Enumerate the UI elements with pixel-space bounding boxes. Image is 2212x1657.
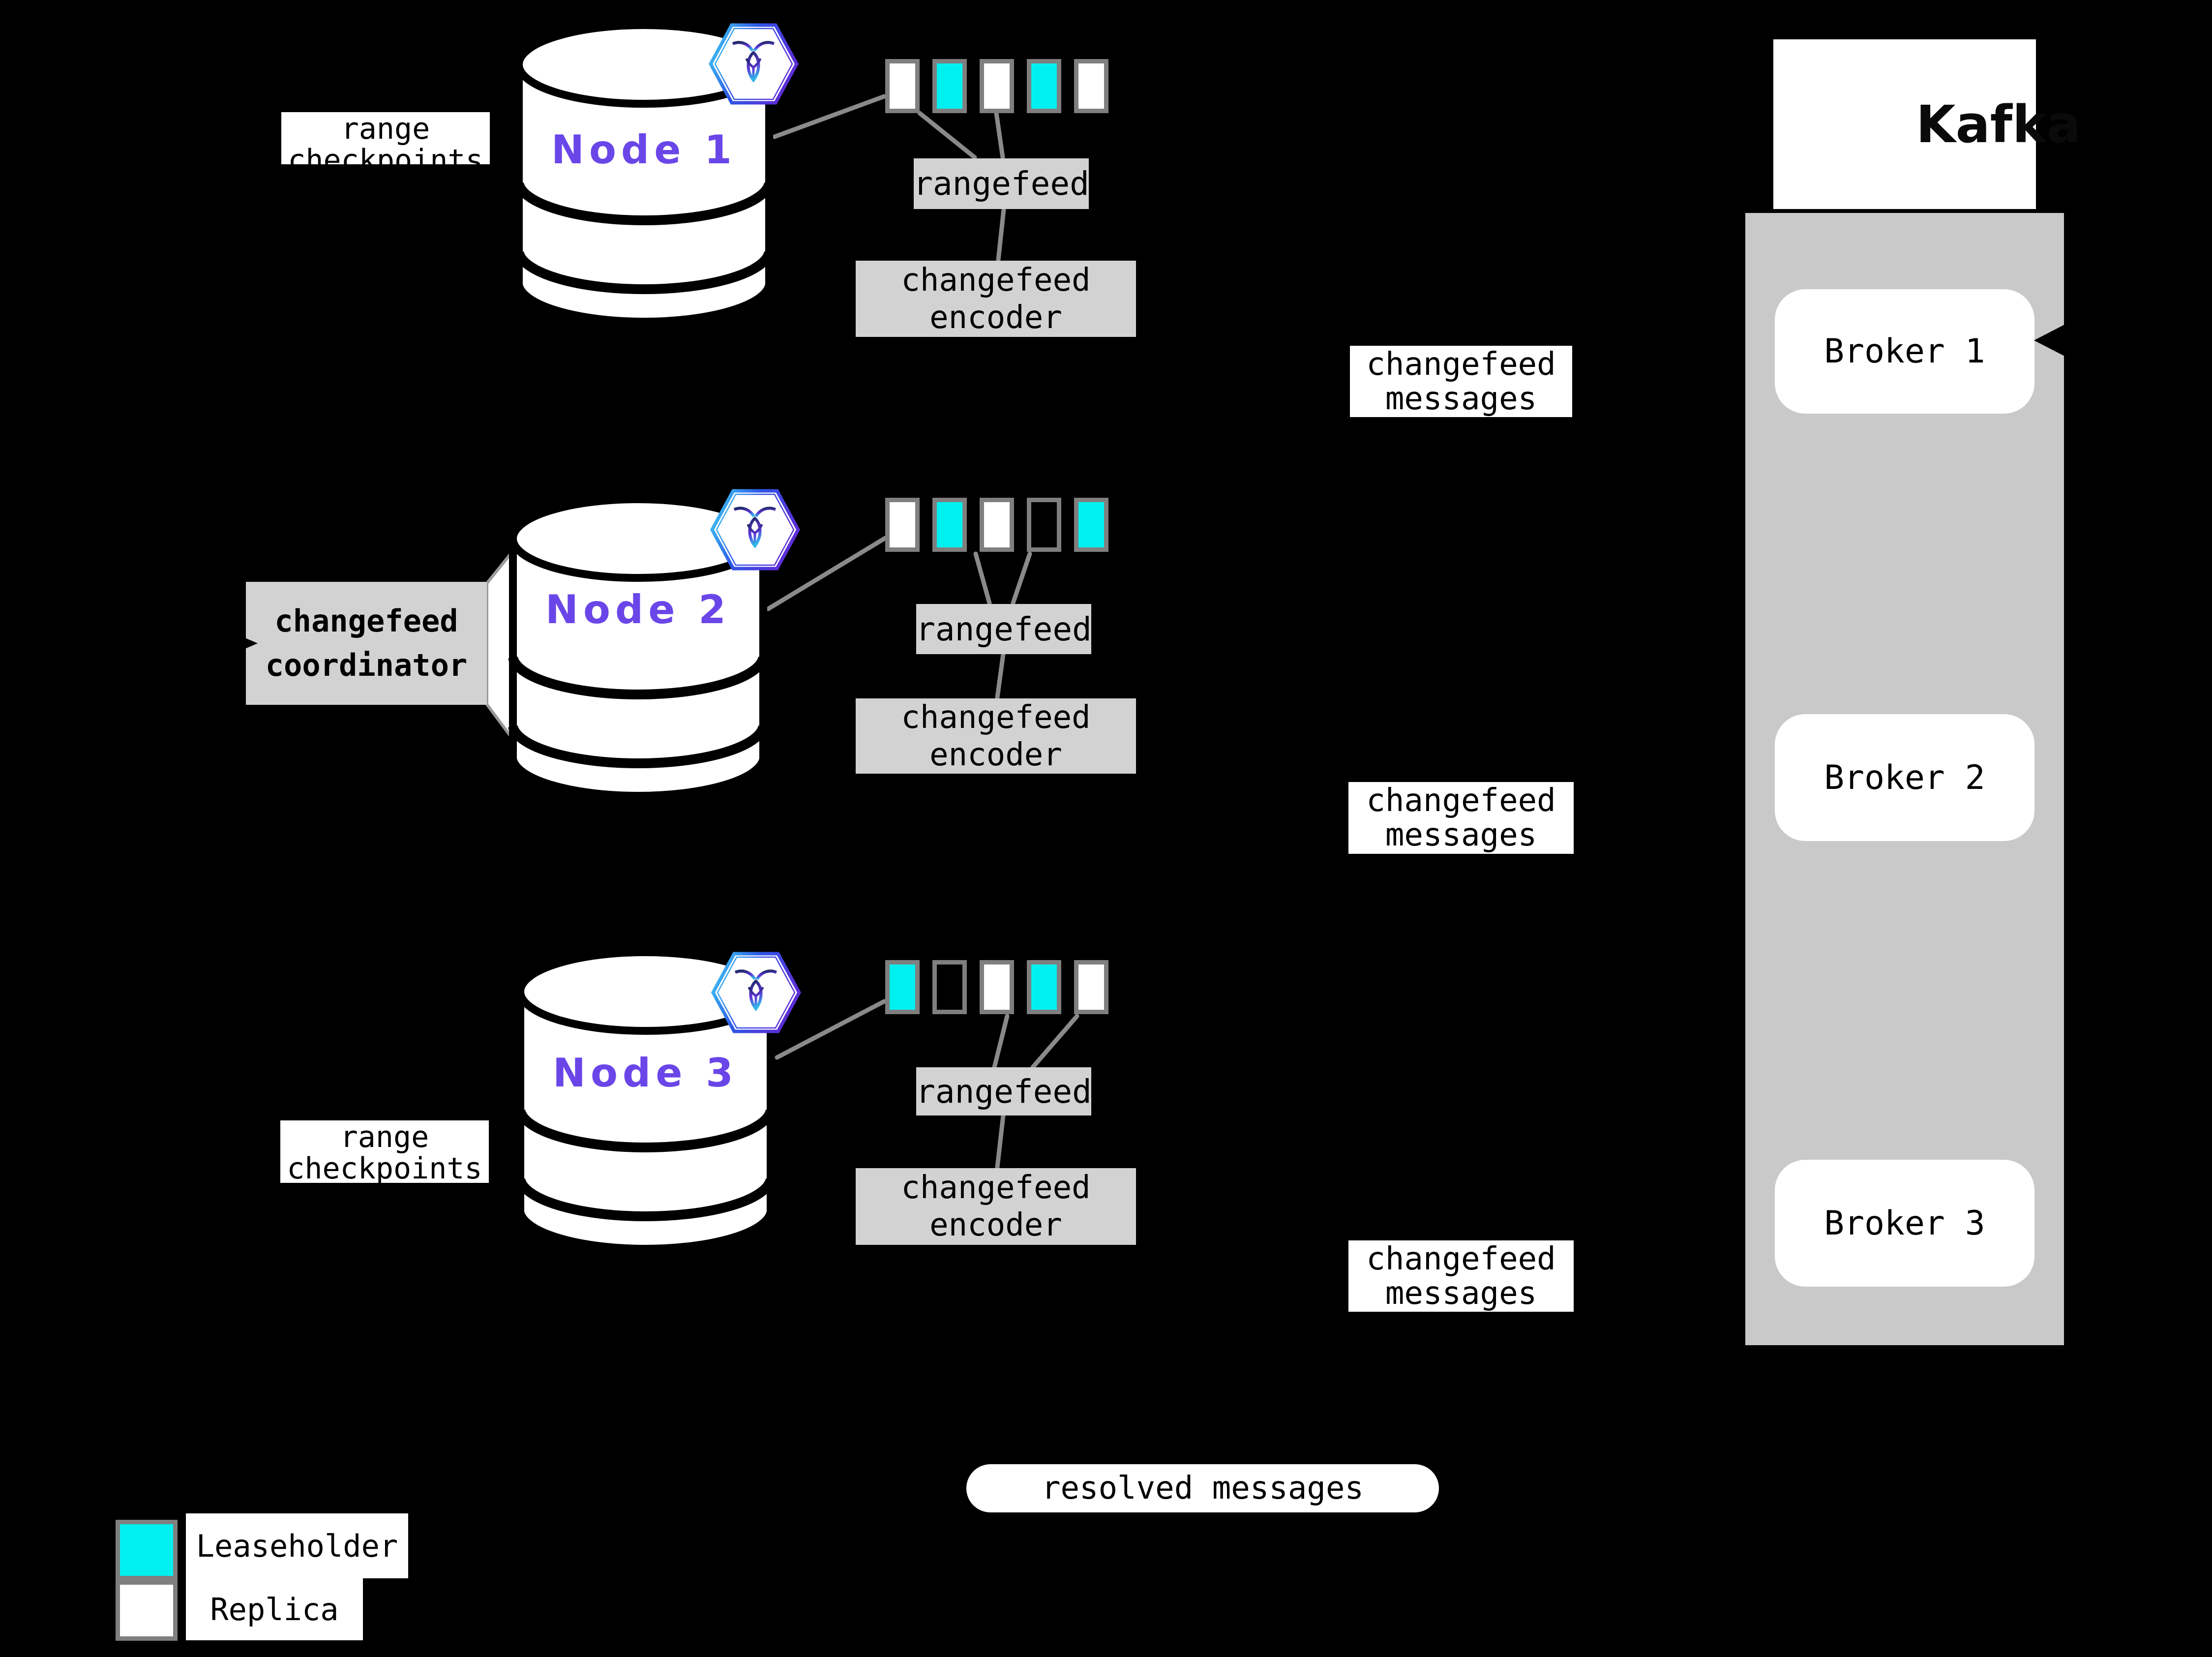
range-replica-square [1074, 59, 1108, 113]
range-replica-square [885, 59, 920, 113]
node2-label: Node 2 [545, 587, 731, 633]
node1-rangefeed-box: rangefeed [913, 158, 1089, 209]
node2-changefeed-messages-label: changefeed messages [1348, 782, 1574, 854]
node1-changefeed-encoder-box: changefeed encoder [856, 261, 1136, 337]
broker-3: Broker 3 [1775, 1160, 2034, 1287]
resolved-messages-pill: resolved messages [966, 1464, 1439, 1512]
range-replica-square [885, 498, 920, 552]
node3-label: Node 3 [553, 1050, 738, 1096]
cockroachdb-icon [713, 954, 799, 1031]
node3-range-checkpoints-label: range checkpoints [280, 1120, 489, 1183]
changefeed-coordinator-box: changefeed coordinator [246, 582, 487, 705]
range-replica-square [980, 498, 1014, 552]
node1-changefeed-messages-label: changefeed messages [1350, 346, 1572, 417]
legend-replica-swatch [116, 1580, 178, 1641]
range-replica-square [1027, 59, 1061, 113]
node3-rangefeed-box: rangefeed [916, 1067, 1092, 1115]
kafka-logo-text: Kafka [1916, 94, 2081, 154]
node3-changefeed-encoder-box: changefeed encoder [856, 1168, 1136, 1245]
broker-2: Broker 2 [1775, 714, 2034, 841]
range-replica-square [980, 59, 1014, 113]
range-replica-square [980, 960, 1014, 1014]
node3-changefeed-messages-label: changefeed messages [1348, 1240, 1574, 1312]
node2-changefeed-encoder-box: changefeed encoder [856, 698, 1136, 774]
cockroachdb-icon [711, 25, 797, 103]
kafka-logo-card: Kafka [1773, 39, 2081, 209]
range-replica-square [1074, 498, 1108, 552]
node1-label: Node 1 [551, 127, 737, 173]
range-replica-square [932, 59, 967, 113]
range-replica-square [1027, 960, 1061, 1014]
broker-2-label: Broker 2 [1824, 758, 1985, 797]
arrowhead-into-broker-1 [2034, 325, 2064, 356]
range-replica-square [932, 498, 967, 552]
range-replica-square [1074, 960, 1108, 1014]
connector-lines [766, 94, 1079, 1170]
legend-leaseholder-swatch [116, 1520, 178, 1580]
range-replica-square [932, 960, 967, 1014]
broker-1-label: Broker 1 [1824, 332, 1985, 371]
node1-range-checkpoints-label: range checkpoints [281, 112, 490, 164]
broker-3-label: Broker 3 [1824, 1204, 1985, 1243]
broker-1: Broker 1 [1775, 289, 2034, 414]
range-replica-square [1027, 498, 1061, 552]
legend-leaseholder-label: Leaseholder [186, 1513, 408, 1578]
node2-rangefeed-box: rangefeed [916, 604, 1092, 654]
range-replica-square [885, 960, 920, 1014]
legend-replica-label: Replica [186, 1578, 363, 1640]
cockroachdb-icon [712, 491, 798, 569]
arrowhead-into-coordinator [230, 632, 258, 655]
